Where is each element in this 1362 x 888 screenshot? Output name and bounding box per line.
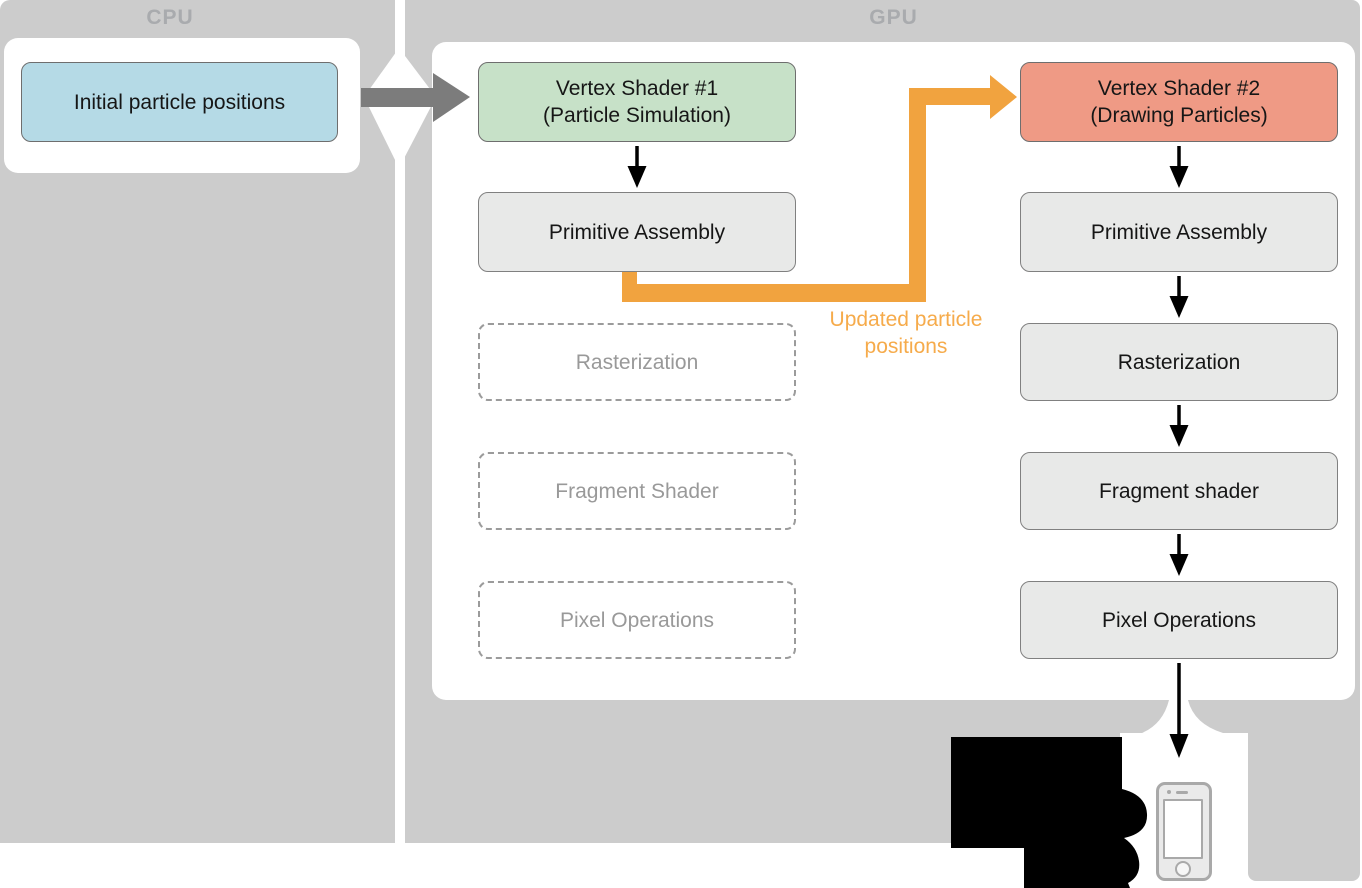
- node-label: Vertex Shader #2: [1097, 77, 1261, 100]
- node-label: Primitive Assembly: [1090, 220, 1268, 244]
- node-fragment-shader-a-skipped: Fragment Shader: [478, 452, 796, 530]
- node-vertex-shader-1: Vertex Shader #1 (Particle Simulation): [478, 62, 796, 142]
- cpu-section-label: CPU: [146, 6, 194, 29]
- node-sublabel: (Particle Simulation): [543, 104, 731, 127]
- node-primitive-assembly-a: Primitive Assembly: [478, 192, 796, 272]
- phone-speaker-slit: [1176, 791, 1188, 794]
- node-label: Fragment Shader: [555, 479, 719, 503]
- gpu-region-background-extension: [1248, 843, 1360, 881]
- node-primitive-assembly-b: Primitive Assembly: [1020, 192, 1338, 272]
- node-label: Pixel Operations: [559, 608, 715, 632]
- node-sublabel: (Drawing Particles): [1090, 104, 1268, 127]
- node-fragment-shader-b: Fragment shader: [1020, 452, 1338, 530]
- node-label: Rasterization: [575, 350, 699, 374]
- phone-camera-dot: [1167, 790, 1171, 794]
- updated-particle-positions-label: Updated particle positions: [829, 308, 983, 358]
- node-rasterization-b: Rasterization: [1020, 323, 1338, 401]
- node-vertex-shader-2: Vertex Shader #2 (Drawing Particles): [1020, 62, 1338, 142]
- phone-home-button: [1175, 861, 1191, 877]
- node-rasterization-a-skipped: Rasterization: [478, 323, 796, 401]
- node-label: Pixel Operations: [1101, 608, 1257, 632]
- node-label: Initial particle positions: [73, 90, 286, 114]
- node-label: Primitive Assembly: [548, 220, 726, 244]
- node-label: Fragment shader: [1099, 479, 1259, 503]
- gpu-section-label: GPU: [869, 6, 918, 29]
- node-pixel-operations-a-skipped: Pixel Operations: [478, 581, 796, 659]
- node-initial-particle-positions: Initial particle positions: [21, 62, 338, 142]
- node-pixel-operations-b: Pixel Operations: [1020, 581, 1338, 659]
- iphone-icon: [1156, 782, 1212, 881]
- node-label: Rasterization: [1117, 350, 1241, 374]
- node-label: Vertex Shader #1: [555, 77, 719, 100]
- phone-screen: [1163, 799, 1203, 859]
